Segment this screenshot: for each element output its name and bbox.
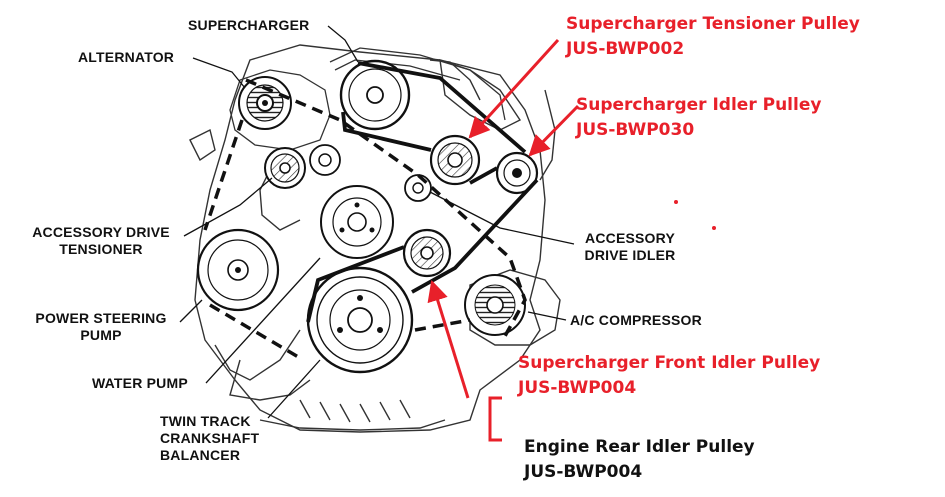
- engine-block: [189, 44, 561, 433]
- stray-dots: [674, 200, 716, 230]
- tensioner-pulley-callout: Supercharger Tensioner Pulley JUS-BWP002: [566, 12, 860, 62]
- supercharger-label: SUPERCHARGER: [188, 17, 310, 33]
- ac-compressor-label: A/C COMPRESSOR: [570, 312, 702, 328]
- front-idler-pulley-name: Supercharger Front Idler Pulley: [518, 353, 821, 373]
- small-idler-pulley: [309, 144, 341, 176]
- tensioner-pulley-part: JUS-BWP002: [566, 39, 685, 59]
- accessory-drive-tensioner-pulley: [264, 147, 306, 189]
- alternator-label: ALTERNATOR: [78, 49, 175, 65]
- alternator-pulley: [238, 76, 292, 130]
- ac-compressor-pulley: [464, 274, 526, 336]
- tensioner-pulley: [429, 134, 481, 186]
- rear-idler-pulley-part: JUS-BWP004: [524, 462, 643, 482]
- accessory-drive-idler-pulley: [404, 174, 432, 202]
- callout-arrows: [427, 38, 580, 442]
- accessory-drive-idler-label: ACCESSORY DRIVE IDLER: [584, 230, 676, 263]
- leader-lines: [179, 25, 575, 419]
- accessory-drive-belt: [203, 78, 527, 360]
- water-pump-label: WATER PUMP: [92, 375, 188, 391]
- rear-idler-pulley-name: Engine Rear Idler Pulley: [524, 437, 755, 457]
- supercharger-idler-pulley: [495, 151, 539, 195]
- crankshaft-balancer: [306, 266, 414, 374]
- power-steering-pump-label: POWER STEERING PUMP: [35, 310, 167, 343]
- water-pump-pulley: [320, 185, 394, 259]
- power-steering-pulley: [196, 228, 280, 312]
- supercharger-pulley: [339, 59, 411, 131]
- front-idler-pulley: [402, 228, 452, 278]
- idler-pulley-part: JUS-BWP030: [576, 120, 695, 140]
- rear-idler-pulley-callout: Engine Rear Idler Pulley JUS-BWP004: [524, 435, 755, 485]
- accessory-drive-tensioner-label: ACCESSORY DRIVE TENSIONER: [32, 224, 170, 257]
- crankshaft-balancer-label: TWIN TRACK CRANKSHAFT BALANCER: [160, 413, 260, 463]
- tensioner-pulley-name: Supercharger Tensioner Pulley: [566, 14, 860, 34]
- idler-pulley-callout: Supercharger Idler Pulley JUS-BWP030: [576, 93, 821, 143]
- idler-pulley-name: Supercharger Idler Pulley: [576, 95, 822, 115]
- supercharger-drive-belt: [306, 61, 539, 323]
- front-idler-pulley-callout: Supercharger Front Idler Pulley JUS-BWP0…: [518, 351, 820, 401]
- front-idler-pulley-part: JUS-BWP004: [518, 378, 637, 398]
